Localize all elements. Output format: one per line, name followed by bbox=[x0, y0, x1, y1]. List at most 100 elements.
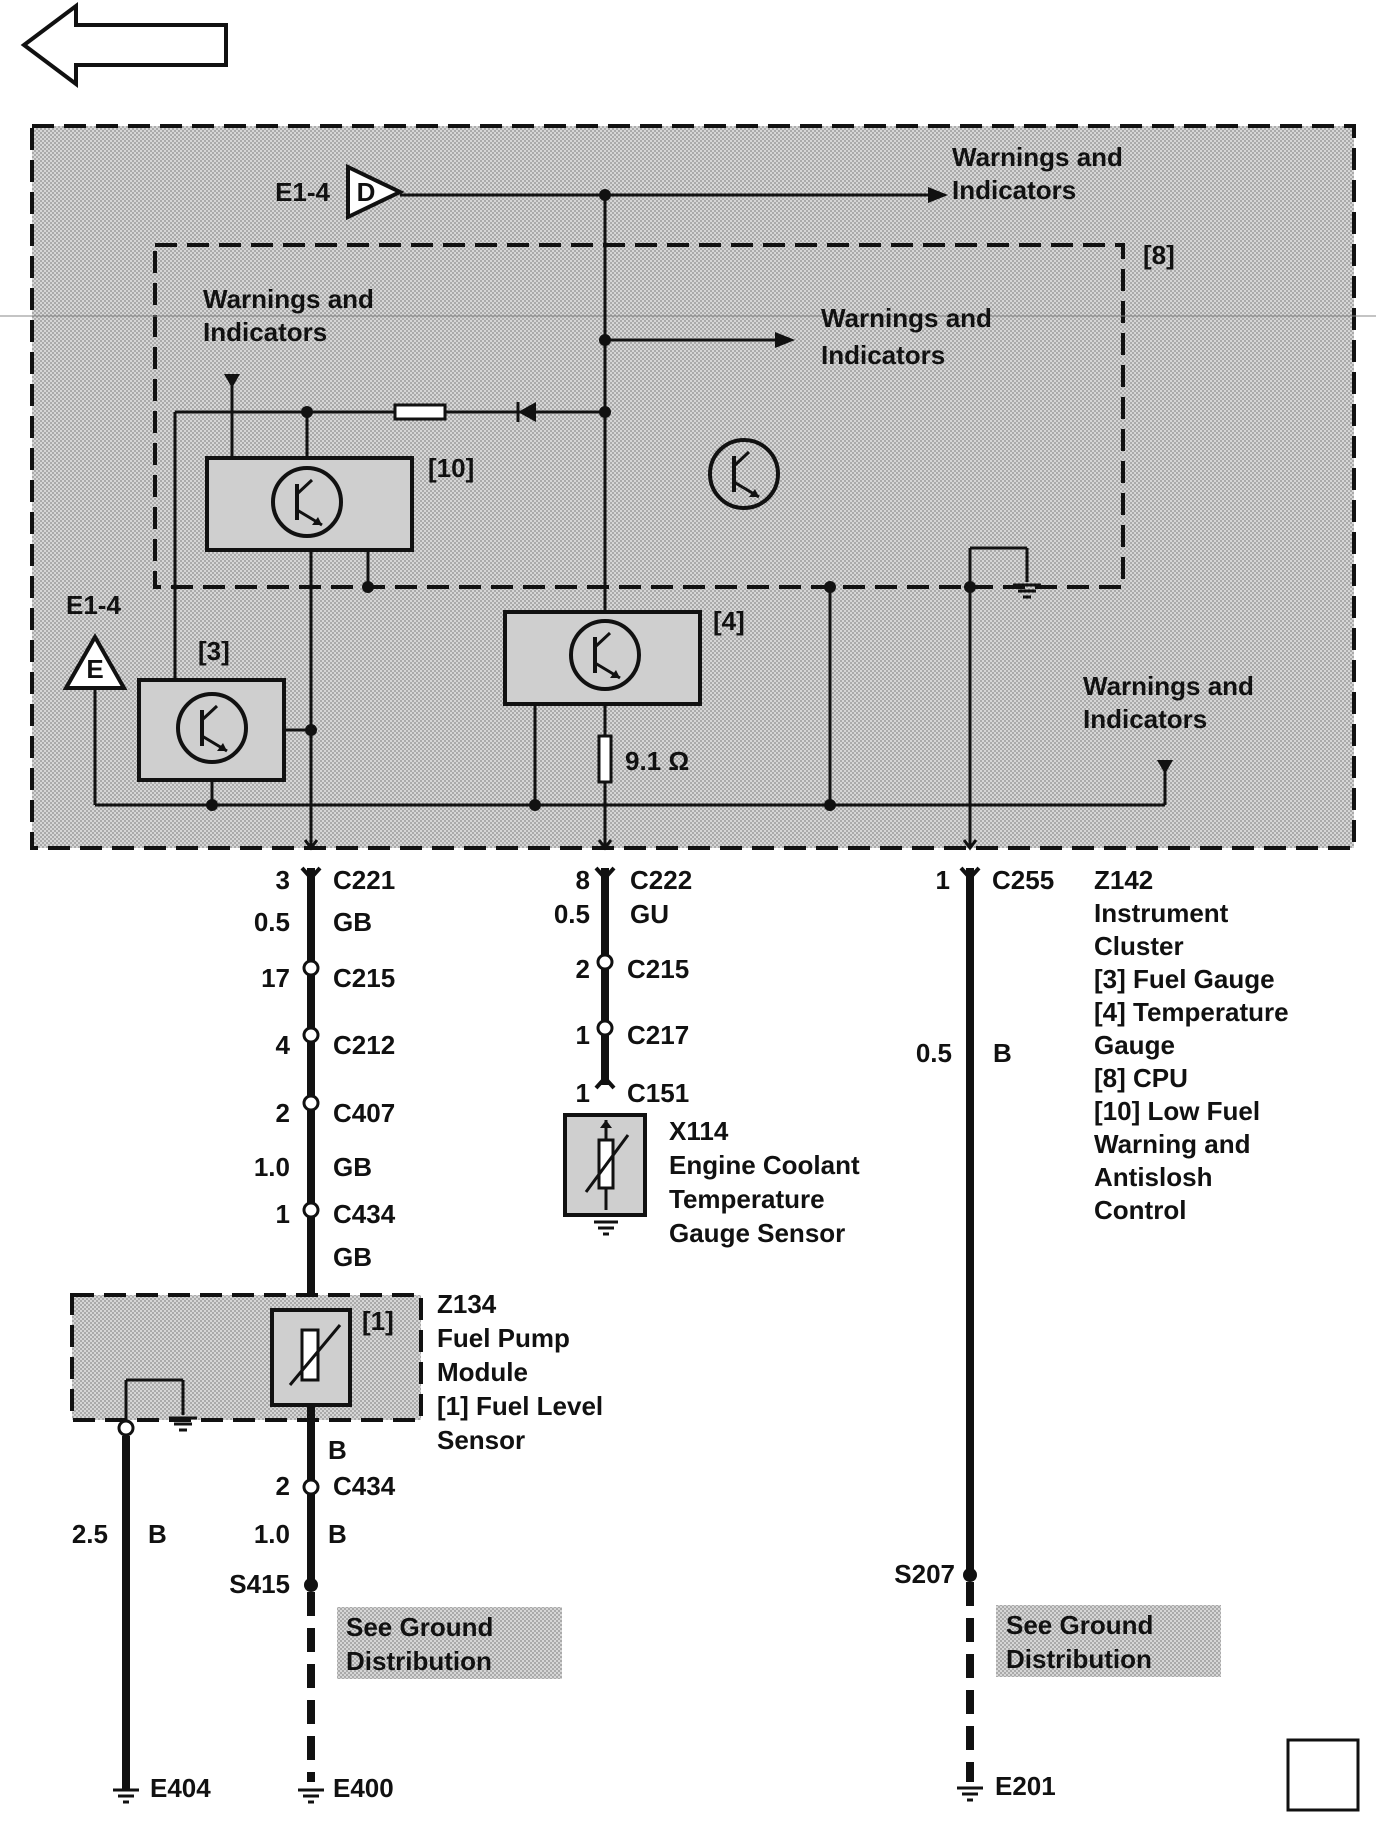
see-ground-box-1[interactable] bbox=[337, 1607, 562, 1679]
w2-pin-c217: 1 bbox=[576, 1020, 590, 1050]
z142-line-10: Control bbox=[1094, 1195, 1186, 1225]
w2-pin-c215: 2 bbox=[576, 954, 590, 984]
resistor-value: 9.1 Ω bbox=[625, 746, 689, 776]
color-b-below-module: B bbox=[328, 1435, 347, 1465]
warnings-right-line1: Warnings and bbox=[1083, 671, 1254, 701]
x114-text: X114 Engine Coolant Temperature Gauge Se… bbox=[669, 1116, 860, 1248]
warnings-mid-line2: Indicators bbox=[821, 340, 945, 370]
connector-c222-icon bbox=[594, 866, 616, 881]
cpu-label: [8] bbox=[1143, 240, 1175, 270]
color-left: B bbox=[148, 1519, 167, 1549]
w1-pin-c221: 3 bbox=[276, 865, 290, 895]
connector-c407-icon bbox=[302, 1094, 320, 1112]
z134-text: Z134 Fuel Pump Module [1] Fuel Level Sen… bbox=[437, 1289, 603, 1455]
s415-label: S415 bbox=[229, 1569, 290, 1599]
transistor-icon-10 bbox=[271, 466, 343, 538]
w2-c215: C215 bbox=[627, 954, 689, 984]
diode-icon bbox=[516, 402, 536, 422]
splice-s415 bbox=[304, 1578, 318, 1592]
warnings-top-line1: Warnings and bbox=[952, 142, 1123, 172]
z142-line-0: Z142 bbox=[1094, 865, 1153, 895]
w2-c217: C217 bbox=[627, 1020, 689, 1050]
w1-pin-c407: 2 bbox=[276, 1098, 290, 1128]
connector-d-label: D bbox=[357, 177, 376, 207]
e14-left-label: E1-4 bbox=[66, 590, 121, 620]
w1-pin-c434: 1 bbox=[276, 1199, 290, 1229]
instrument-cluster-outline bbox=[30, 124, 1356, 850]
see-ground-2-line2: Distribution bbox=[1006, 1644, 1152, 1674]
resistor-icon bbox=[393, 403, 447, 421]
connector-c212-icon bbox=[302, 1026, 320, 1044]
resistor-9-1-icon bbox=[597, 734, 613, 784]
x114-line-3: Gauge Sensor bbox=[669, 1218, 845, 1248]
w3-color: B bbox=[993, 1038, 1012, 1068]
see-ground-2-line1: See Ground bbox=[1006, 1610, 1153, 1640]
variable-resistor-icon bbox=[288, 1324, 342, 1386]
connector-c215-w2-icon bbox=[596, 953, 614, 971]
splice-s207 bbox=[963, 1568, 977, 1582]
temp-gauge-label: [4] bbox=[713, 606, 745, 636]
size-left: 2.5 bbox=[72, 1519, 108, 1549]
x114-line-2: Temperature bbox=[669, 1184, 825, 1214]
connector-e-label: E bbox=[86, 654, 103, 684]
warnings-mid-line1: Warnings and bbox=[821, 303, 992, 333]
fuel-pump-module-outline bbox=[70, 1293, 423, 1422]
w1-pin-c215: 17 bbox=[261, 963, 290, 993]
c434-2: C434 bbox=[333, 1471, 396, 1501]
fuel-gauge-label: [3] bbox=[198, 636, 230, 666]
x114-line-0: X114 bbox=[669, 1116, 729, 1146]
e14-top-label: E1-4 bbox=[275, 177, 330, 207]
connector-c151-icon bbox=[594, 1075, 616, 1090]
see-ground-1-line1: See Ground bbox=[346, 1612, 493, 1642]
w1-pin-c212: 4 bbox=[276, 1030, 291, 1060]
w2-pin-c151: 1 bbox=[576, 1078, 590, 1108]
color-mid: B bbox=[328, 1519, 347, 1549]
w1-c215: C215 bbox=[333, 963, 395, 993]
z142-line-1: Instrument bbox=[1094, 898, 1229, 928]
connector-c434-icon bbox=[302, 1201, 320, 1219]
see-ground-box-2[interactable] bbox=[996, 1605, 1221, 1677]
pin-c434-2: 2 bbox=[276, 1471, 290, 1501]
ground-icon-e400 bbox=[298, 1788, 324, 1804]
cpu-outline bbox=[153, 243, 1125, 589]
e201-label: E201 bbox=[995, 1771, 1056, 1801]
see-ground-1-line2: Distribution bbox=[346, 1646, 492, 1676]
ground-icon-cpu bbox=[1013, 583, 1041, 599]
transistor-icon-cpu bbox=[708, 438, 780, 510]
z142-line-2: Cluster bbox=[1094, 931, 1184, 961]
fuel-level-label: [1] bbox=[362, 1306, 394, 1336]
z142-line-6: [8] CPU bbox=[1094, 1063, 1188, 1093]
s207-label: S207 bbox=[894, 1559, 955, 1589]
low-fuel-label: [10] bbox=[428, 453, 474, 483]
w1-size-1: 0.5 bbox=[254, 907, 290, 937]
warnings-left-line2: Indicators bbox=[203, 317, 327, 347]
z142-line-9: Antislosh bbox=[1094, 1162, 1212, 1192]
connector-c221-icon bbox=[300, 866, 322, 881]
warnings-top-line2: Indicators bbox=[952, 175, 1076, 205]
e400-label: E400 bbox=[333, 1773, 394, 1803]
connector-c255-icon bbox=[959, 866, 981, 881]
transistor-icon-4 bbox=[569, 619, 641, 691]
back-arrow-icon[interactable] bbox=[20, 2, 228, 88]
w2-c151: C151 bbox=[627, 1078, 689, 1108]
w1-color-2: GB bbox=[333, 1152, 372, 1182]
z142-text: Z142 Instrument Cluster [3] Fuel Gauge [… bbox=[1094, 865, 1289, 1225]
z134-line-3: [1] Fuel Level bbox=[437, 1391, 603, 1421]
connector-c215-icon bbox=[302, 959, 320, 977]
ground-icon-x114 bbox=[594, 1220, 618, 1236]
z134-line-4: Sensor bbox=[437, 1425, 525, 1455]
ground-icon-e404 bbox=[113, 1788, 139, 1804]
variable-resistor-icon-x114 bbox=[584, 1120, 630, 1210]
z142-line-5: Gauge bbox=[1094, 1030, 1175, 1060]
arrow-down-icon bbox=[224, 374, 240, 388]
w3-pin-c255: 1 bbox=[936, 865, 950, 895]
page-nav-box[interactable] bbox=[1286, 1738, 1360, 1812]
connector-c434-2-icon bbox=[302, 1478, 320, 1496]
z134-line-0: Z134 bbox=[437, 1289, 497, 1319]
size-mid: 1.0 bbox=[254, 1519, 290, 1549]
w2-color: GU bbox=[630, 899, 669, 929]
connector-d-icon: D bbox=[346, 163, 405, 221]
w2-size: 0.5 bbox=[554, 899, 590, 929]
fuel-pump-module-region bbox=[72, 1295, 421, 1420]
